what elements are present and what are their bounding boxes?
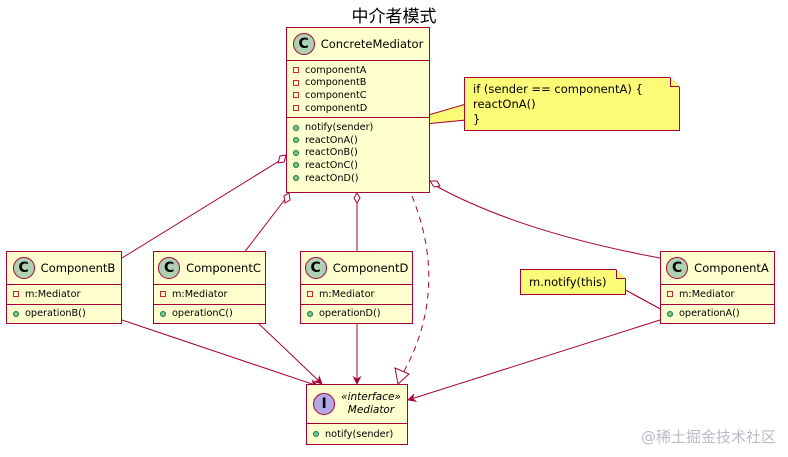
method-row: reactOnB() [293,147,429,160]
method-row: operationA() [667,308,774,321]
public-icon [293,149,299,156]
fields-section: componentA componentB componentC compone… [287,61,429,119]
note-mediator-logic: if (sender == componentA) { reactOnA() } [464,77,680,131]
private-icon [293,67,299,74]
aggregation-d [353,192,361,258]
private-icon [293,92,299,99]
interface-name: Mediator [347,404,395,416]
class-header: C ComponentA [661,252,774,285]
public-icon [160,310,166,317]
public-icon [293,175,299,182]
private-icon [307,291,313,298]
aggregation-b [121,154,287,259]
public-icon [667,310,673,317]
class-header: C ComponentB [7,252,121,285]
private-icon [293,79,299,86]
field-row: m:Mediator [667,288,774,301]
interface-mediator: I «interface» Mediator notify(sender) [306,384,408,445]
field-row: m:Mediator [307,288,412,301]
fields-section: m:Mediator [301,285,412,305]
field-row: m:Mediator [13,288,121,301]
aggregation-a [429,180,661,259]
class-type-badge: C [666,257,689,279]
field-row: componentA [293,64,429,77]
assoc-c-to-mediator [257,322,323,385]
methods-section: operationB() [7,305,121,324]
public-icon [13,310,19,317]
note-fold-icon [670,77,680,87]
public-icon [293,124,299,131]
watermark: @稀土掘金技术社区 [640,428,776,446]
field-row: componentD [293,102,429,115]
interface-stereotype: «interface» [341,391,401,403]
methods-section: operationD() [301,305,412,324]
private-icon [293,105,299,112]
field-row: m:Mediator [160,288,265,301]
fields-section: m:Mediator [7,285,121,305]
methods-section: operationC() [154,305,265,324]
method-row: reactOnA() [293,134,429,147]
private-icon [160,291,166,298]
class-concrete-mediator: C ConcreteMediator componentA componentB… [286,27,430,193]
class-type-badge: C [158,257,181,279]
method-row: operationB() [13,308,121,321]
note-notify-call: m.notify(this) [520,269,626,295]
methods-section: notify(sender) [307,424,407,444]
realization-arrow [394,195,430,385]
private-icon [13,291,19,298]
class-header: C ConcreteMediator [287,28,429,61]
class-name: ComponentC [186,261,261,275]
class-name: ComponentA [694,261,769,275]
method-row: notify(sender) [293,121,429,134]
public-icon [313,431,319,438]
class-component-d: C ComponentD m:Mediator operationD() [300,251,413,324]
method-row: operationD() [307,308,412,321]
class-component-b: C ComponentB m:Mediator operationB() [6,251,122,324]
assoc-b-to-mediator [121,319,319,388]
private-icon [667,291,673,298]
fields-section: m:Mediator [661,285,774,305]
assoc-a-to-mediator [407,319,661,402]
class-type-badge: C [304,257,327,279]
method-row: notify(sender) [313,428,407,441]
public-icon [293,162,299,169]
methods-section: notify(sender) reactOnA() reactOnB() rea… [287,118,429,187]
class-type-badge: C [12,257,35,279]
class-name: ConcreteMediator [320,37,424,51]
public-icon [293,137,299,144]
note-fold-icon [616,269,626,279]
fields-section: m:Mediator [154,285,265,305]
class-header: C ComponentC [154,252,265,285]
note-connector-component [621,287,667,313]
interface-type-badge: I [313,393,336,415]
methods-section: operationA() [661,305,774,324]
diagram-title: 中介者模式 [351,7,437,27]
class-name: ComponentB [40,261,116,275]
field-row: componentC [293,89,429,102]
aggregation-c [239,192,291,259]
field-row: componentB [293,77,429,90]
class-name: ComponentD [332,261,409,275]
class-component-a: C ComponentA m:Mediator operationA() [660,251,775,324]
public-icon [307,310,313,317]
class-type-badge: C [292,33,315,55]
class-header: I «interface» Mediator [307,385,407,424]
method-row: reactOnC() [293,159,429,172]
method-row: reactOnD() [293,172,429,185]
class-header: C ComponentD [301,252,412,285]
class-component-c: C ComponentC m:Mediator operationC() [153,251,266,324]
method-row: operationC() [160,308,265,321]
